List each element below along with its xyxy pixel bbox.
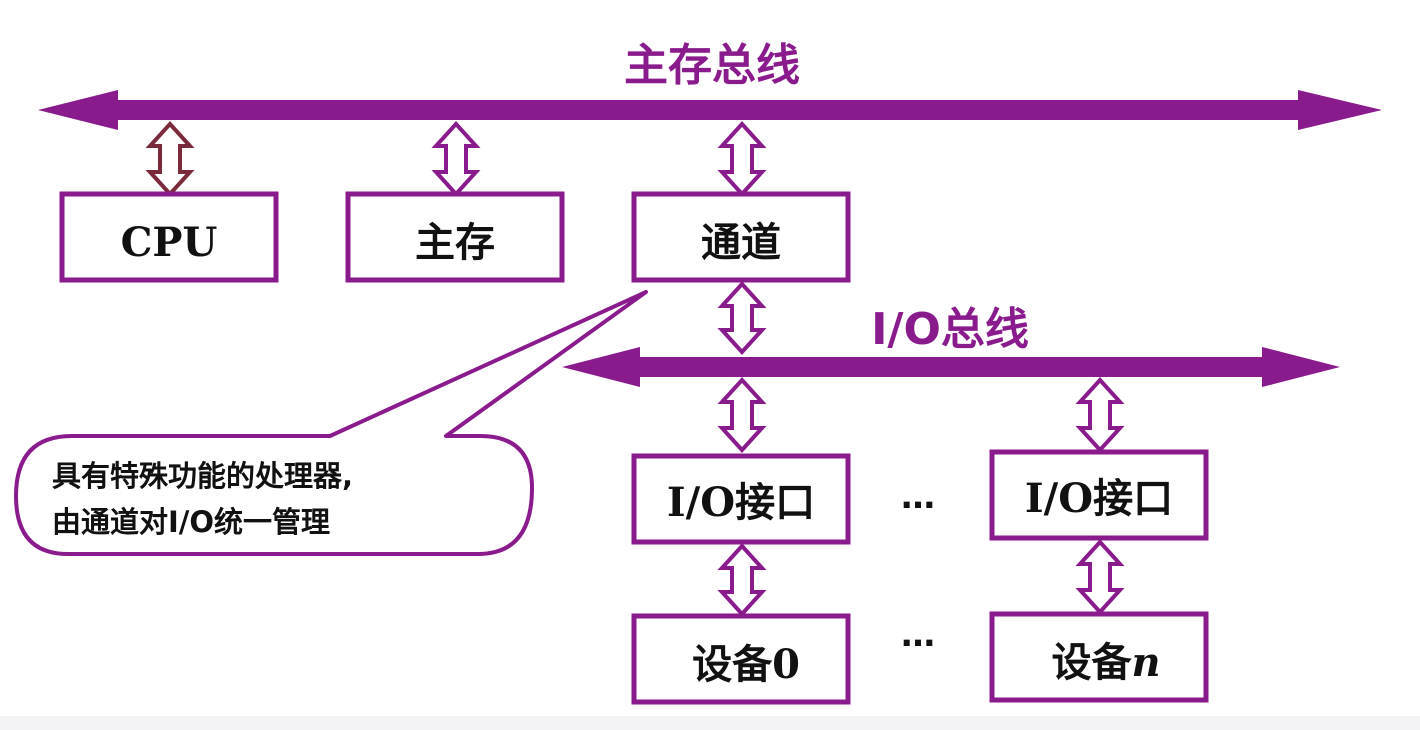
callout-bubble [14, 290, 648, 556]
io-interface-box-last: I/O接口 [989, 449, 1209, 541]
io-interface-label-first: I/O接口 [667, 479, 815, 526]
memory-label: 主存 [415, 219, 495, 266]
cpu-bus-connector [145, 121, 195, 197]
channel-iobus-connector [717, 281, 767, 355]
callout-line-1: 具有特殊功能的处理器, [52, 459, 353, 493]
device-label-last-suffix: n [1131, 639, 1160, 686]
main-bus-label: 主存总线 [624, 40, 800, 91]
device-label-last-prefix: 设备 [1051, 639, 1132, 686]
channel-callout: 具有特殊功能的处理器, 由通道对I/O统一管理 [14, 290, 648, 556]
device-label-last: 设备n [1051, 639, 1160, 686]
memory-box: 主存 [345, 191, 565, 283]
interface0-device0-connector [717, 543, 767, 617]
channel-box: 通道 [631, 191, 851, 283]
device-label-first: 设备0 [692, 641, 800, 688]
io-bus: I/O总线 [562, 304, 1340, 387]
io-interface-box-first: I/O接口 [631, 453, 851, 545]
io-bus-arrow [562, 347, 1340, 387]
callout-line-2: 由通道对I/O统一管理 [52, 505, 330, 539]
main-bus-arrow [38, 90, 1382, 130]
channel-label: 通道 [701, 219, 781, 266]
cpu-box: CPU [59, 191, 279, 283]
iobus-interface0-connector [717, 377, 767, 453]
interface-ellipsis: … [901, 477, 935, 517]
device-box-last: 设备n [989, 611, 1209, 703]
io-bus-label: I/O总线 [871, 304, 1029, 355]
channel-bus-connector [717, 121, 767, 197]
main-bus: 主存总线 [38, 40, 1382, 130]
bottom-strip [0, 716, 1420, 730]
memory-bus-connector [431, 121, 481, 197]
cpu-label: CPU [121, 219, 218, 266]
io-interface-label-last: I/O接口 [1025, 475, 1173, 522]
device-box-first: 设备0 [631, 613, 851, 705]
device-ellipsis: … [901, 615, 935, 655]
iobus-interfacen-connector [1075, 377, 1125, 453]
interfacen-devicen-connector [1075, 539, 1125, 615]
